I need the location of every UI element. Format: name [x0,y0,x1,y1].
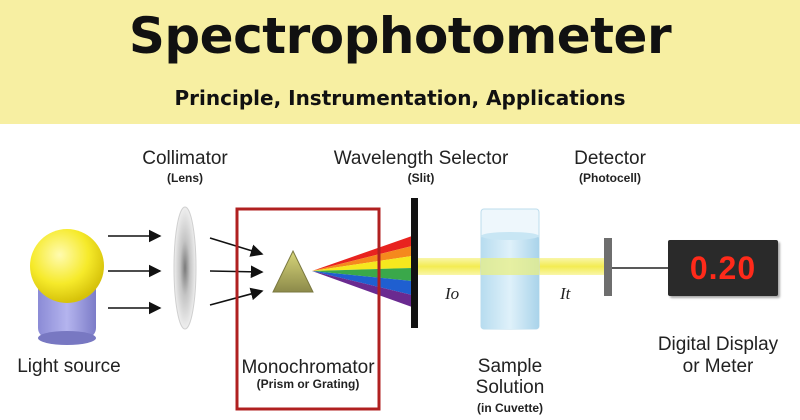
display-reading: 0.20 [689,250,757,286]
monochromator-label: Monochromator [241,357,375,378]
sample-sublabel: (in Cuvette) [477,401,543,415]
collimator-lens-icon [173,206,197,330]
page-subtitle: Principle, Instrumentation, Applications [174,86,626,110]
wavelength-selector-label: Wavelength Selector [333,148,509,169]
collimator-sublabel: (Lens) [167,171,203,185]
detector-sublabel: (Photocell) [579,171,641,185]
monochromator-sublabel: (Prism or Grating) [256,377,360,391]
display-label-line1: Digital Display [657,334,779,355]
monochromator-highlight-box [235,207,381,411]
transmitted-intensity-symbol: It [560,284,571,303]
collimator-label: Collimator [142,148,228,169]
light-source-label: Light source [17,356,121,377]
detector-icon [604,238,612,296]
sample-label-line1: Sample [477,356,543,377]
detector-label: Detector [574,148,646,169]
light-source-icon [30,229,104,345]
cuvette-icon [480,208,540,330]
dispersed-spectrum [312,236,412,307]
sample-label-line2: Solution [475,377,545,398]
page-title: Spectrophotometer [128,7,672,65]
incident-intensity-symbol: Io [445,284,460,303]
wavelength-selector-sublabel: (Slit) [407,171,435,185]
display-label-line2: or Meter [682,356,754,377]
light-rays [108,229,162,315]
prism-icon [272,249,314,293]
title-banner [0,0,800,124]
slit-icon [411,198,418,328]
digital-display: 0.20 [668,240,778,296]
